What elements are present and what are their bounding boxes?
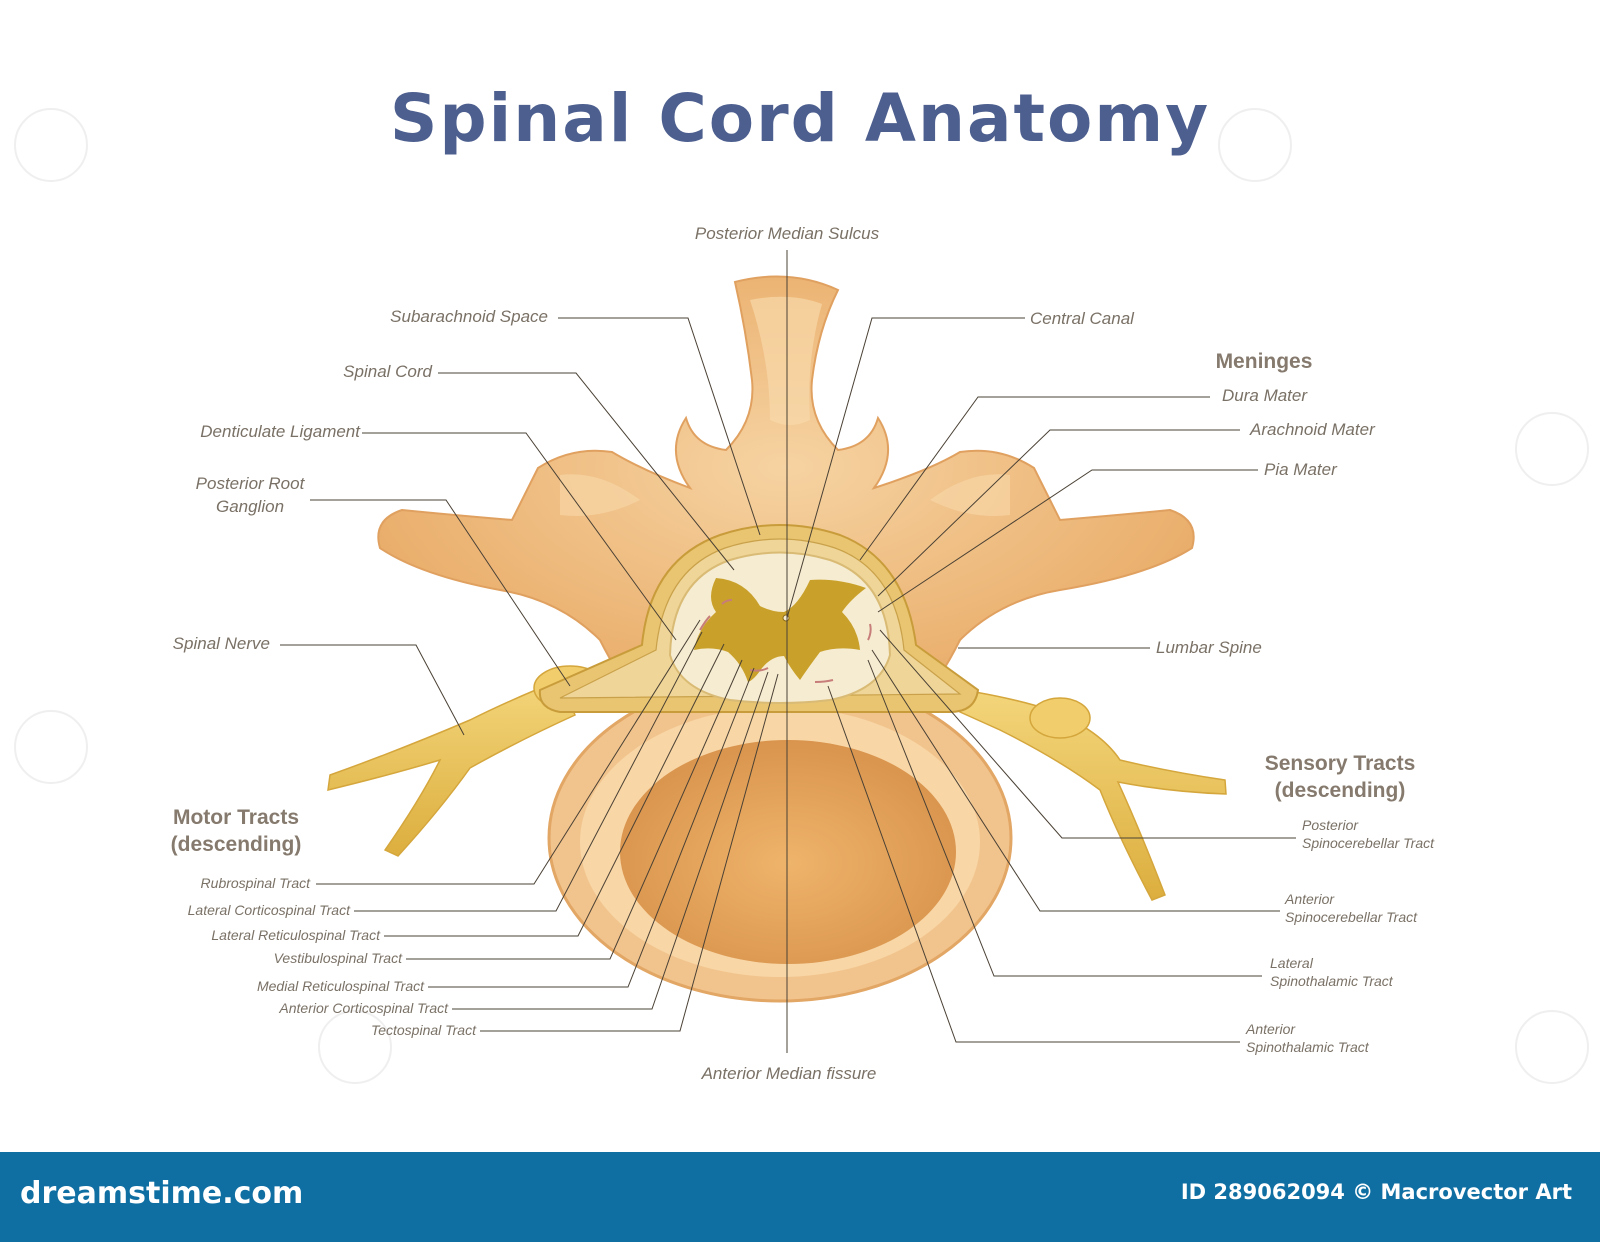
- label-lateral-corticospinal-tract: Lateral Corticospinal Tract: [188, 902, 351, 918]
- motor-tracts-heading: Motor Tracts: [173, 806, 299, 829]
- label-posterior-spinocerebellar-1: Posterior: [1302, 817, 1359, 833]
- watermark-icon: [318, 1010, 392, 1084]
- vertebral-body: [547, 673, 1013, 1003]
- label-anterior-corticospinal-tract: Anterior Corticospinal Tract: [278, 1000, 449, 1016]
- label-lateral-spinothalamic-1: Lateral: [1270, 955, 1314, 971]
- label-posterior-root-ganglion: Posterior Root: [196, 474, 306, 493]
- meninges-heading: Meninges: [1216, 350, 1313, 373]
- label-anterior-spinocerebellar-2: Spinocerebellar Tract: [1285, 909, 1418, 925]
- label-spinal-nerve: Spinal Nerve: [173, 634, 270, 653]
- page-title: Spinal Cord Anatomy: [389, 80, 1211, 157]
- label-anterior-spinothalamic-2: Spinothalamic Tract: [1246, 1039, 1370, 1055]
- watermark-icon: [14, 108, 88, 182]
- footer-bar: dreamstime.com ID 289062094 © Macrovecto…: [0, 1152, 1600, 1242]
- spinal-cord-section: [668, 551, 892, 704]
- label-anterior-spinocerebellar-1: Anterior: [1284, 891, 1335, 907]
- footer-site-link[interactable]: dreamstime.com: [20, 1176, 304, 1211]
- vertebral-arch: [377, 275, 1195, 701]
- label-vestibulospinal-tract: Vestibulospinal Tract: [274, 950, 404, 966]
- label-lateral-spinothalamic-2: Spinothalamic Tract: [1270, 973, 1394, 989]
- watermark-icon: [1515, 1010, 1589, 1084]
- label-posterior-median-sulcus: Posterior Median Sulcus: [695, 224, 880, 243]
- footer-credit: ID 289062094 © Macrovector Art: [1180, 1180, 1572, 1204]
- sensory-tracts-subheading: (descending): [1275, 779, 1406, 802]
- label-tectospinal-tract: Tectospinal Tract: [371, 1022, 477, 1038]
- label-spinal-cord: Spinal Cord: [343, 362, 432, 381]
- label-lumbar-spine: Lumbar Spine: [1156, 638, 1262, 657]
- label-central-canal: Central Canal: [1030, 309, 1135, 328]
- label-arachnoid-mater: Arachnoid Mater: [1249, 420, 1376, 439]
- watermark-icon: [14, 710, 88, 784]
- watermark-icon: [1515, 412, 1589, 486]
- spinal-nerve-right: [958, 691, 1227, 901]
- label-anterior-median-fissure: Anterior Median fissure: [701, 1064, 877, 1083]
- label-lateral-reticulospinal-tract: Lateral Reticulospinal Tract: [211, 927, 381, 943]
- spinal-cord-diagram: Posterior Median Sulcus Subarachnoid Spa…: [171, 224, 1435, 1083]
- leader-lines: [280, 250, 1296, 1053]
- label-pia-mater: Pia Mater: [1264, 460, 1338, 479]
- sensory-tracts-heading: Sensory Tracts: [1265, 752, 1416, 775]
- label-medial-reticulospinal-tract: Medial Reticulospinal Tract: [257, 978, 425, 994]
- motor-tracts-subheading: (descending): [171, 833, 302, 856]
- label-posterior-root-ganglion-2: Ganglion: [216, 497, 284, 516]
- label-posterior-spinocerebellar-2: Spinocerebellar Tract: [1302, 835, 1435, 851]
- label-subarachnoid-space: Subarachnoid Space: [390, 307, 548, 326]
- label-denticulate-ligament: Denticulate Ligament: [200, 422, 361, 441]
- label-dura-mater: Dura Mater: [1222, 386, 1308, 405]
- label-rubrospinal-tract: Rubrospinal Tract: [201, 875, 312, 891]
- label-anterior-spinothalamic-1: Anterior: [1245, 1021, 1296, 1037]
- watermark-icon: [1218, 108, 1292, 182]
